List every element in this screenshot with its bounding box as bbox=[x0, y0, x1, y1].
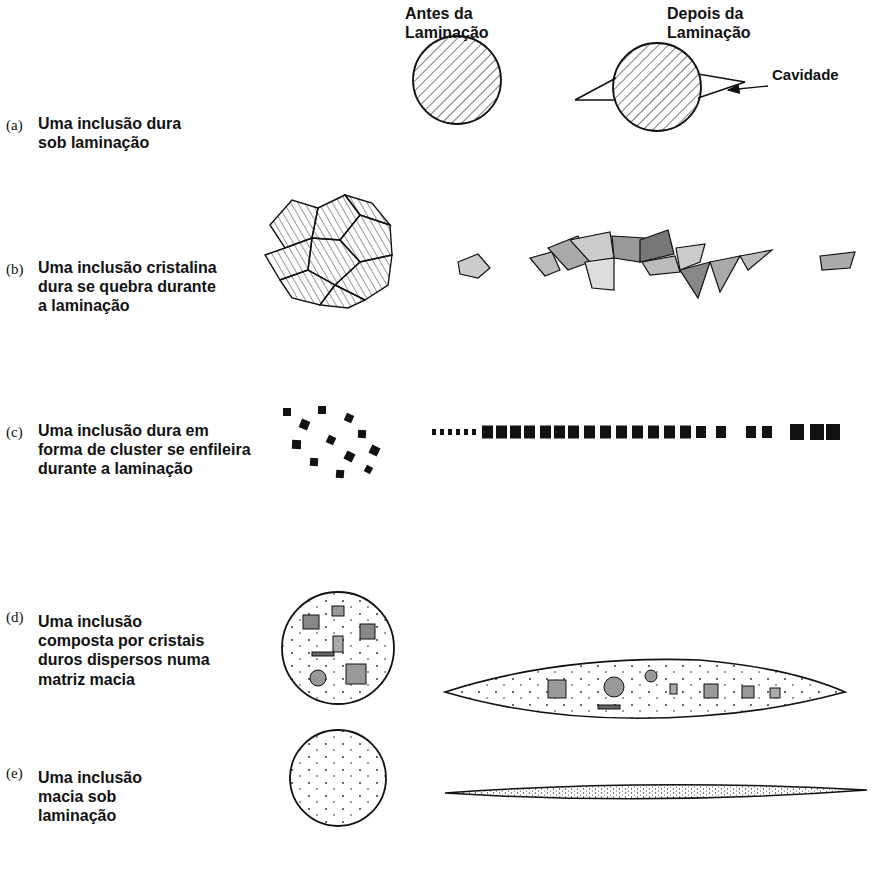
row-letter: (b) bbox=[6, 260, 36, 278]
soft-inclusion bbox=[290, 730, 386, 826]
duplex-inclusion-rolled bbox=[445, 659, 845, 718]
row-description: Uma inclusão dura sob laminação bbox=[38, 114, 213, 152]
cluster-particles bbox=[283, 406, 381, 478]
row-letter: (e) bbox=[6, 764, 36, 782]
row-letter: (c) bbox=[6, 423, 36, 441]
row-letter: (d) bbox=[6, 608, 36, 626]
row-letter: (a) bbox=[6, 116, 36, 134]
row-description: Uma inclusão cristalina dura se quebra d… bbox=[38, 258, 223, 316]
crystalline-cluster bbox=[265, 195, 392, 308]
soft-inclusion-rolled bbox=[445, 785, 867, 799]
column-header: Antes da Laminação bbox=[405, 4, 525, 42]
callout-label: Cavidade bbox=[772, 66, 867, 84]
row-description: Uma inclusão composta por cristais duros… bbox=[38, 612, 218, 689]
broken-crystals bbox=[458, 230, 855, 298]
column-header: Depois da Laminação bbox=[667, 4, 787, 42]
row-description: Uma inclusão dura em forma de cluster se… bbox=[38, 421, 253, 479]
hard-inclusion bbox=[413, 36, 501, 124]
row-description: Uma inclusão macia sob laminação bbox=[38, 768, 188, 826]
duplex-inclusion bbox=[282, 592, 394, 704]
hard-inclusion-rolled bbox=[575, 43, 768, 131]
stringer-particles bbox=[432, 424, 840, 440]
